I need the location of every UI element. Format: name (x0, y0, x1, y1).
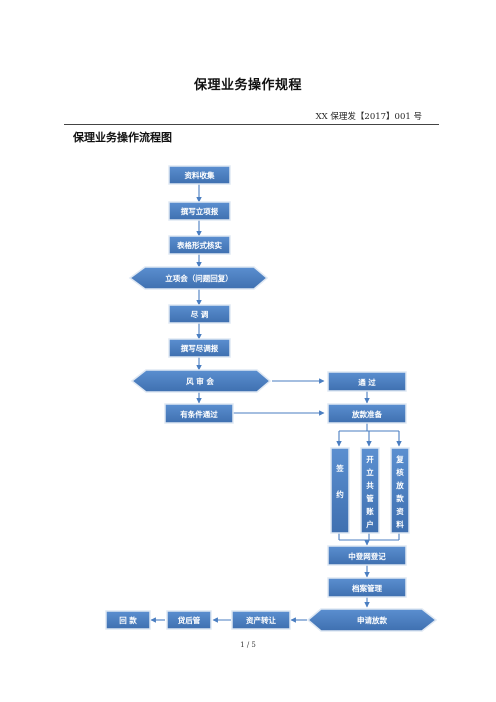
node-form-check-label: 表格形式核实 (177, 240, 222, 250)
page-number: 1 / 5 (240, 641, 256, 649)
node-risk-committee: 风 审 会 (130, 369, 272, 393)
node-write-dd-report: 撰写尽调报 (168, 338, 231, 358)
node-open-account-label: 开立共管账户 (366, 455, 374, 529)
node-conditional-pass-label: 有条件通过 (180, 409, 218, 419)
node-sign-label: 签约 (335, 463, 344, 499)
node-passed: 通 过 (327, 371, 407, 392)
node-post-loan: 贷后管 (166, 610, 212, 630)
node-write-dd-report-label: 撰写尽调报 (181, 343, 219, 353)
node-asset-transfer-label: 资产转让 (246, 615, 276, 625)
node-post-loan-label: 贷后管 (178, 615, 201, 625)
node-asset-transfer: 资产转让 (231, 610, 291, 630)
document-title: 保理业务操作规程 (193, 78, 302, 93)
connector-arrows (150, 184, 402, 623)
node-conditional-pass: 有条件通过 (164, 403, 234, 424)
node-archive-management: 档案管理 (327, 577, 407, 598)
node-loan-prep-label: 放款准备 (351, 409, 382, 419)
node-risk-committee-label: 风 审 会 (186, 376, 214, 386)
node-repayment: 回 款 (105, 610, 151, 630)
node-passed-label: 通 过 (358, 377, 376, 387)
node-write-proposal-label: 撰写立项报 (181, 206, 219, 216)
document-number: XX 保理发【2017】001 号 (315, 112, 422, 122)
node-form-check: 表格形式核实 (168, 235, 231, 255)
node-open-account: 开立共管账户 (360, 447, 380, 534)
node-archive-management-label: 档案管理 (352, 583, 382, 593)
node-review-docs-label: 复核放款资料 (395, 454, 404, 529)
node-repayment-label: 回 款 (119, 615, 137, 625)
node-project-meeting-label: 立项会（问题回复） (165, 273, 233, 283)
node-apply-loan-label: 申请放款 (357, 615, 387, 625)
node-project-meeting: 立项会（问题回复） (128, 266, 269, 290)
flow-nodes: 资料收集 撰写立项报 表格形式核实 立项会（问题回复） 尽 调 撰写尽调报 风 … (105, 165, 438, 632)
node-review-docs: 复核放款资料 (390, 447, 410, 534)
node-data-collection-label: 资料收集 (185, 170, 215, 180)
node-zhongdeng-registration: 中登网登记 (327, 545, 407, 566)
node-write-proposal: 撰写立项报 (168, 201, 231, 221)
node-loan-prep: 放款准备 (327, 403, 407, 424)
node-due-diligence: 尽 调 (168, 304, 231, 324)
node-due-diligence-label: 尽 调 (191, 310, 209, 319)
section-title: 保理业务操作流程图 (73, 131, 172, 144)
node-apply-loan: 申请放款 (306, 608, 438, 632)
header-divider (64, 124, 439, 125)
node-zhongdeng-registration-label: 中登网登记 (348, 551, 386, 561)
node-sign: 签约 (330, 447, 350, 534)
node-data-collection: 资料收集 (168, 165, 231, 185)
